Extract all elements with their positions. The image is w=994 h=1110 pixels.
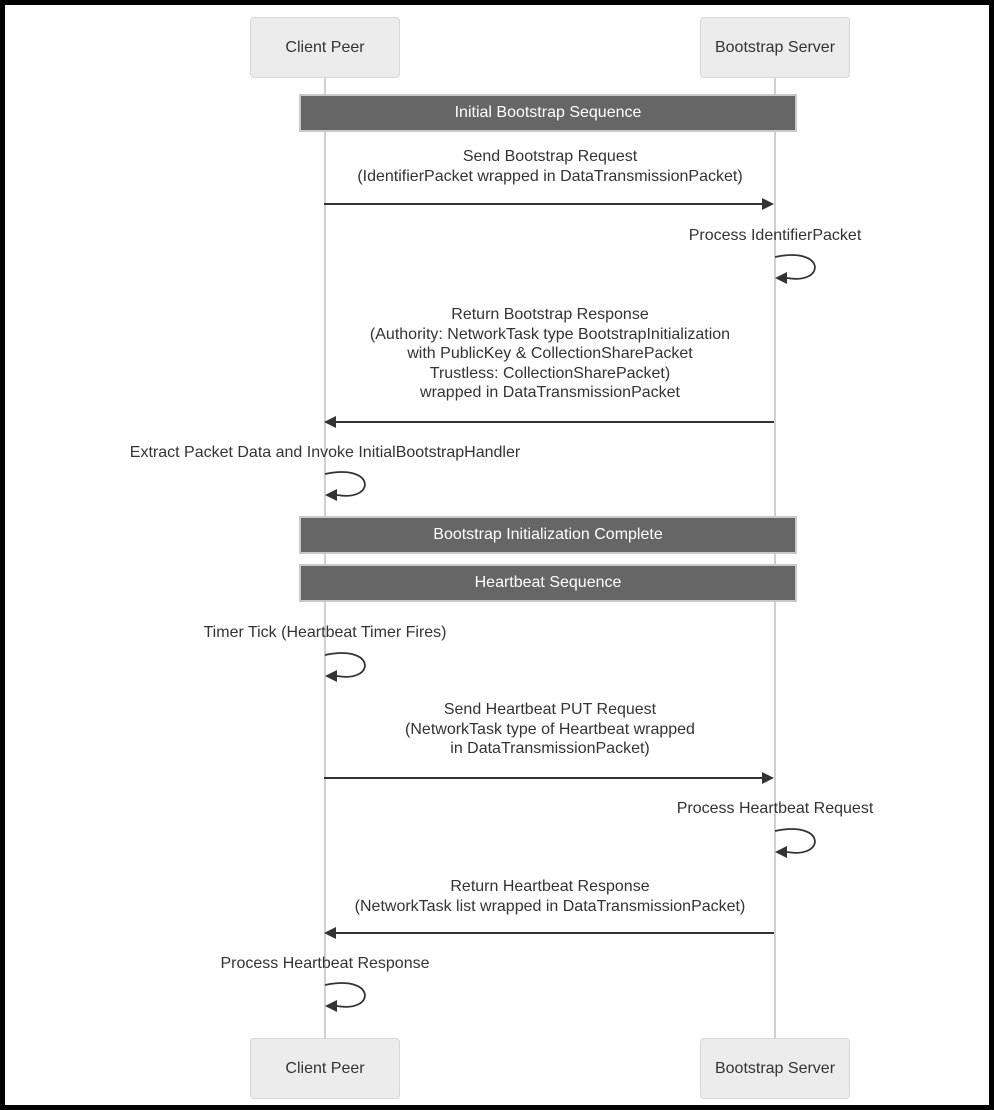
message-process-identifierpacket: Process IdentifierPacket xyxy=(688,227,862,244)
arrowhead-icon xyxy=(325,1000,337,1012)
message-send-bootstrap-request: Send Bootstrap Request (IdentifierPacket… xyxy=(357,148,743,185)
selfloop-timer-tick xyxy=(324,652,366,682)
arrowhead-icon xyxy=(775,846,787,858)
arrowhead-icon xyxy=(762,198,774,210)
section-label: Bootstrap Initialization Complete xyxy=(433,526,663,543)
section-bootstrap-initialization-complete: Bootstrap Initialization Complete xyxy=(299,516,797,554)
message-timer-tick: Timer Tick (Heartbeat Timer Fires) xyxy=(203,624,447,641)
actor-label: Bootstrap Server xyxy=(714,1059,836,1077)
section-label: Heartbeat Sequence xyxy=(474,574,622,591)
arrowhead-icon xyxy=(762,772,774,784)
actor-client-peer-top: Client Peer xyxy=(250,17,400,78)
actor-label: Bootstrap Server xyxy=(714,38,836,56)
message-send-heartbeat-put-request: Send Heartbeat PUT Request (NetworkTask … xyxy=(405,701,695,757)
arrow-left-return-bootstrap-response xyxy=(324,416,774,428)
section-initial-bootstrap-sequence: Initial Bootstrap Sequence xyxy=(299,94,797,132)
selfloop-process-identifierpacket xyxy=(774,254,816,284)
arrow-right-send-bootstrap-request xyxy=(324,198,774,210)
message-return-bootstrap-response: Return Bootstrap Response (Authority: Ne… xyxy=(369,306,731,401)
actor-bootstrap-server-bottom: Bootstrap Server xyxy=(700,1038,850,1099)
arrowhead-icon xyxy=(775,272,787,284)
arrowhead-icon xyxy=(325,670,337,682)
selfloop-process-heartbeat-response xyxy=(324,982,366,1012)
message-process-heartbeat-request: Process Heartbeat Request xyxy=(676,800,874,817)
arrowhead-icon xyxy=(325,489,337,501)
actor-label: Client Peer xyxy=(285,38,365,56)
message-return-heartbeat-response: Return Heartbeat Response (NetworkTask l… xyxy=(354,878,746,915)
arrowhead-icon xyxy=(324,927,336,939)
actor-client-peer-bottom: Client Peer xyxy=(250,1038,400,1099)
lifeline-client-peer xyxy=(324,78,326,1038)
lifeline-bootstrap-server xyxy=(774,78,776,1038)
actor-bootstrap-server-top: Bootstrap Server xyxy=(700,17,850,78)
arrowhead-icon xyxy=(324,416,336,428)
arrow-right-send-heartbeat-put-request xyxy=(324,772,774,784)
actor-label: Client Peer xyxy=(285,1059,365,1077)
message-process-heartbeat-response: Process Heartbeat Response xyxy=(220,955,430,972)
selfloop-process-heartbeat-request xyxy=(774,828,816,858)
message-extract-packet-data: Extract Packet Data and Invoke InitialBo… xyxy=(129,444,521,461)
section-heartbeat-sequence: Heartbeat Sequence xyxy=(299,564,797,602)
arrow-left-return-heartbeat-response xyxy=(324,927,774,939)
section-label: Initial Bootstrap Sequence xyxy=(454,104,642,121)
selfloop-extract-packet-data xyxy=(324,471,366,501)
